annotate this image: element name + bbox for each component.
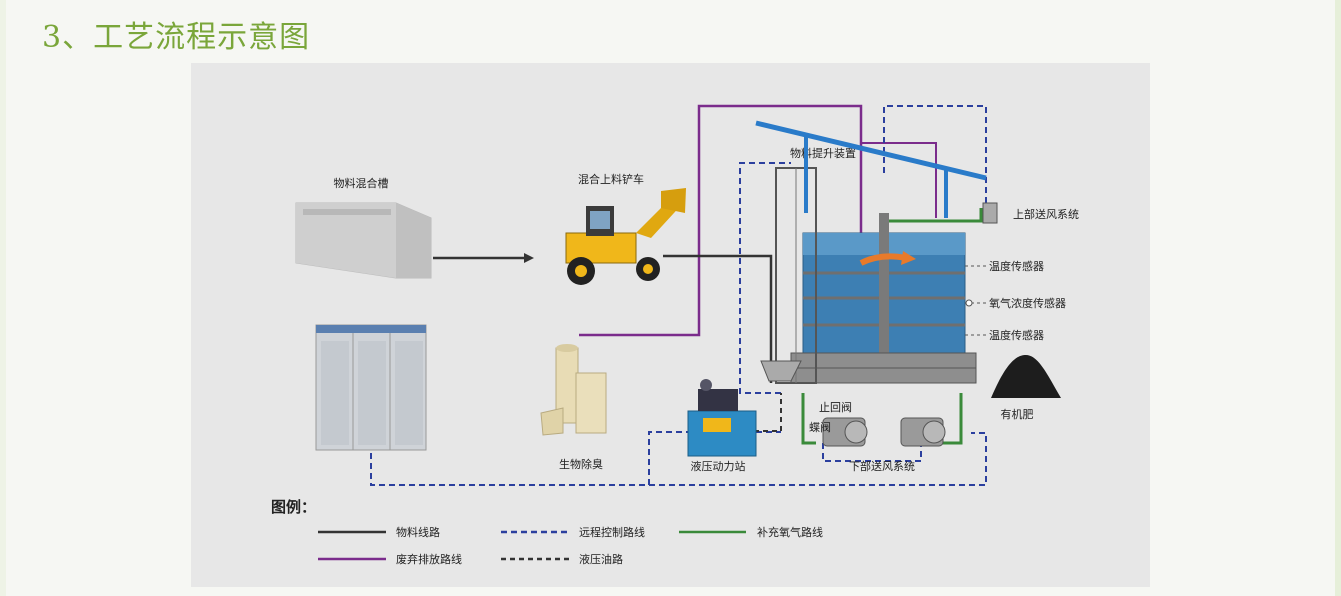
rotation-arrow-icon [859, 253, 907, 266]
temp-sensor-1-label: 温度传感器 [989, 259, 1044, 273]
page-edge-left [0, 0, 6, 596]
legend-label-material: 物料线路 [396, 525, 440, 539]
material-lift [760, 167, 817, 384]
oxygen-sensor-icon [965, 299, 973, 307]
lower-air-blowers [822, 417, 946, 447]
butterfly-valve-label: 蝶阀 [809, 420, 831, 434]
loader [565, 188, 686, 285]
material-line-loader [663, 254, 773, 383]
oxygen-line-top [881, 208, 983, 223]
fertilizer-pile [991, 355, 1061, 398]
page-edge-right [1335, 0, 1341, 596]
upper-air-duct [755, 120, 998, 224]
remote-control-line-bottom [370, 432, 987, 486]
remote-control-line-blower [822, 443, 922, 462]
oxygen-line-left [801, 393, 816, 445]
loader-label: 混合上料铲车 [578, 172, 644, 186]
lift-label: 物料提升装置 [790, 146, 856, 160]
hydraulic-label: 液压动力站 [691, 459, 746, 473]
remote-control-line-left [739, 162, 791, 394]
legend-title: 图例： [271, 498, 316, 516]
deodorizer-label: 生物除臭 [559, 457, 603, 471]
hydraulic-station [687, 379, 757, 457]
page-title: 3、工艺流程示意图 [42, 20, 311, 55]
oxygen-sensor-label: 氧气浓度传感器 [989, 296, 1066, 310]
waste-exhaust-branch [861, 142, 937, 218]
hydraulic-oil-line [736, 393, 782, 432]
mixing-tank [295, 202, 432, 279]
legend-label-oxygen: 补充氧气路线 [757, 525, 823, 539]
mixing-tank-label: 物料混合槽 [334, 176, 389, 190]
process-diagram: 物料混合槽 混合上料铲车 生物除臭 液压动力站 [271, 104, 1079, 566]
check-valve-label: 止回阀 [819, 400, 852, 414]
fertilizer-label: 有机肥 [1001, 407, 1034, 421]
bio-deodorizer [540, 344, 607, 436]
upper-air-label: 上部送风系统 [1013, 207, 1079, 221]
process-diagram-panel: 物料混合槽 混合上料铲车 生物除臭 液压动力站 [191, 63, 1150, 587]
lower-air-label: 下部送风系统 [849, 459, 915, 473]
fermentation-tank [790, 213, 977, 384]
legend: 图例： 物料线路 远程控制路线 补充氧气路线 废弃排放路线 液压油路 [271, 498, 823, 566]
remote-control-line-top [883, 105, 987, 223]
legend-label-waste: 废弃排放路线 [396, 552, 462, 566]
temp-sensor-2-label: 温度传感器 [989, 328, 1044, 342]
arrow-icon [524, 253, 534, 263]
control-cabinet [315, 324, 427, 451]
legend-label-remote: 远程控制路线 [579, 525, 645, 539]
legend-label-hydraulic: 液压油路 [579, 552, 623, 566]
oxygen-line-right [936, 393, 963, 445]
